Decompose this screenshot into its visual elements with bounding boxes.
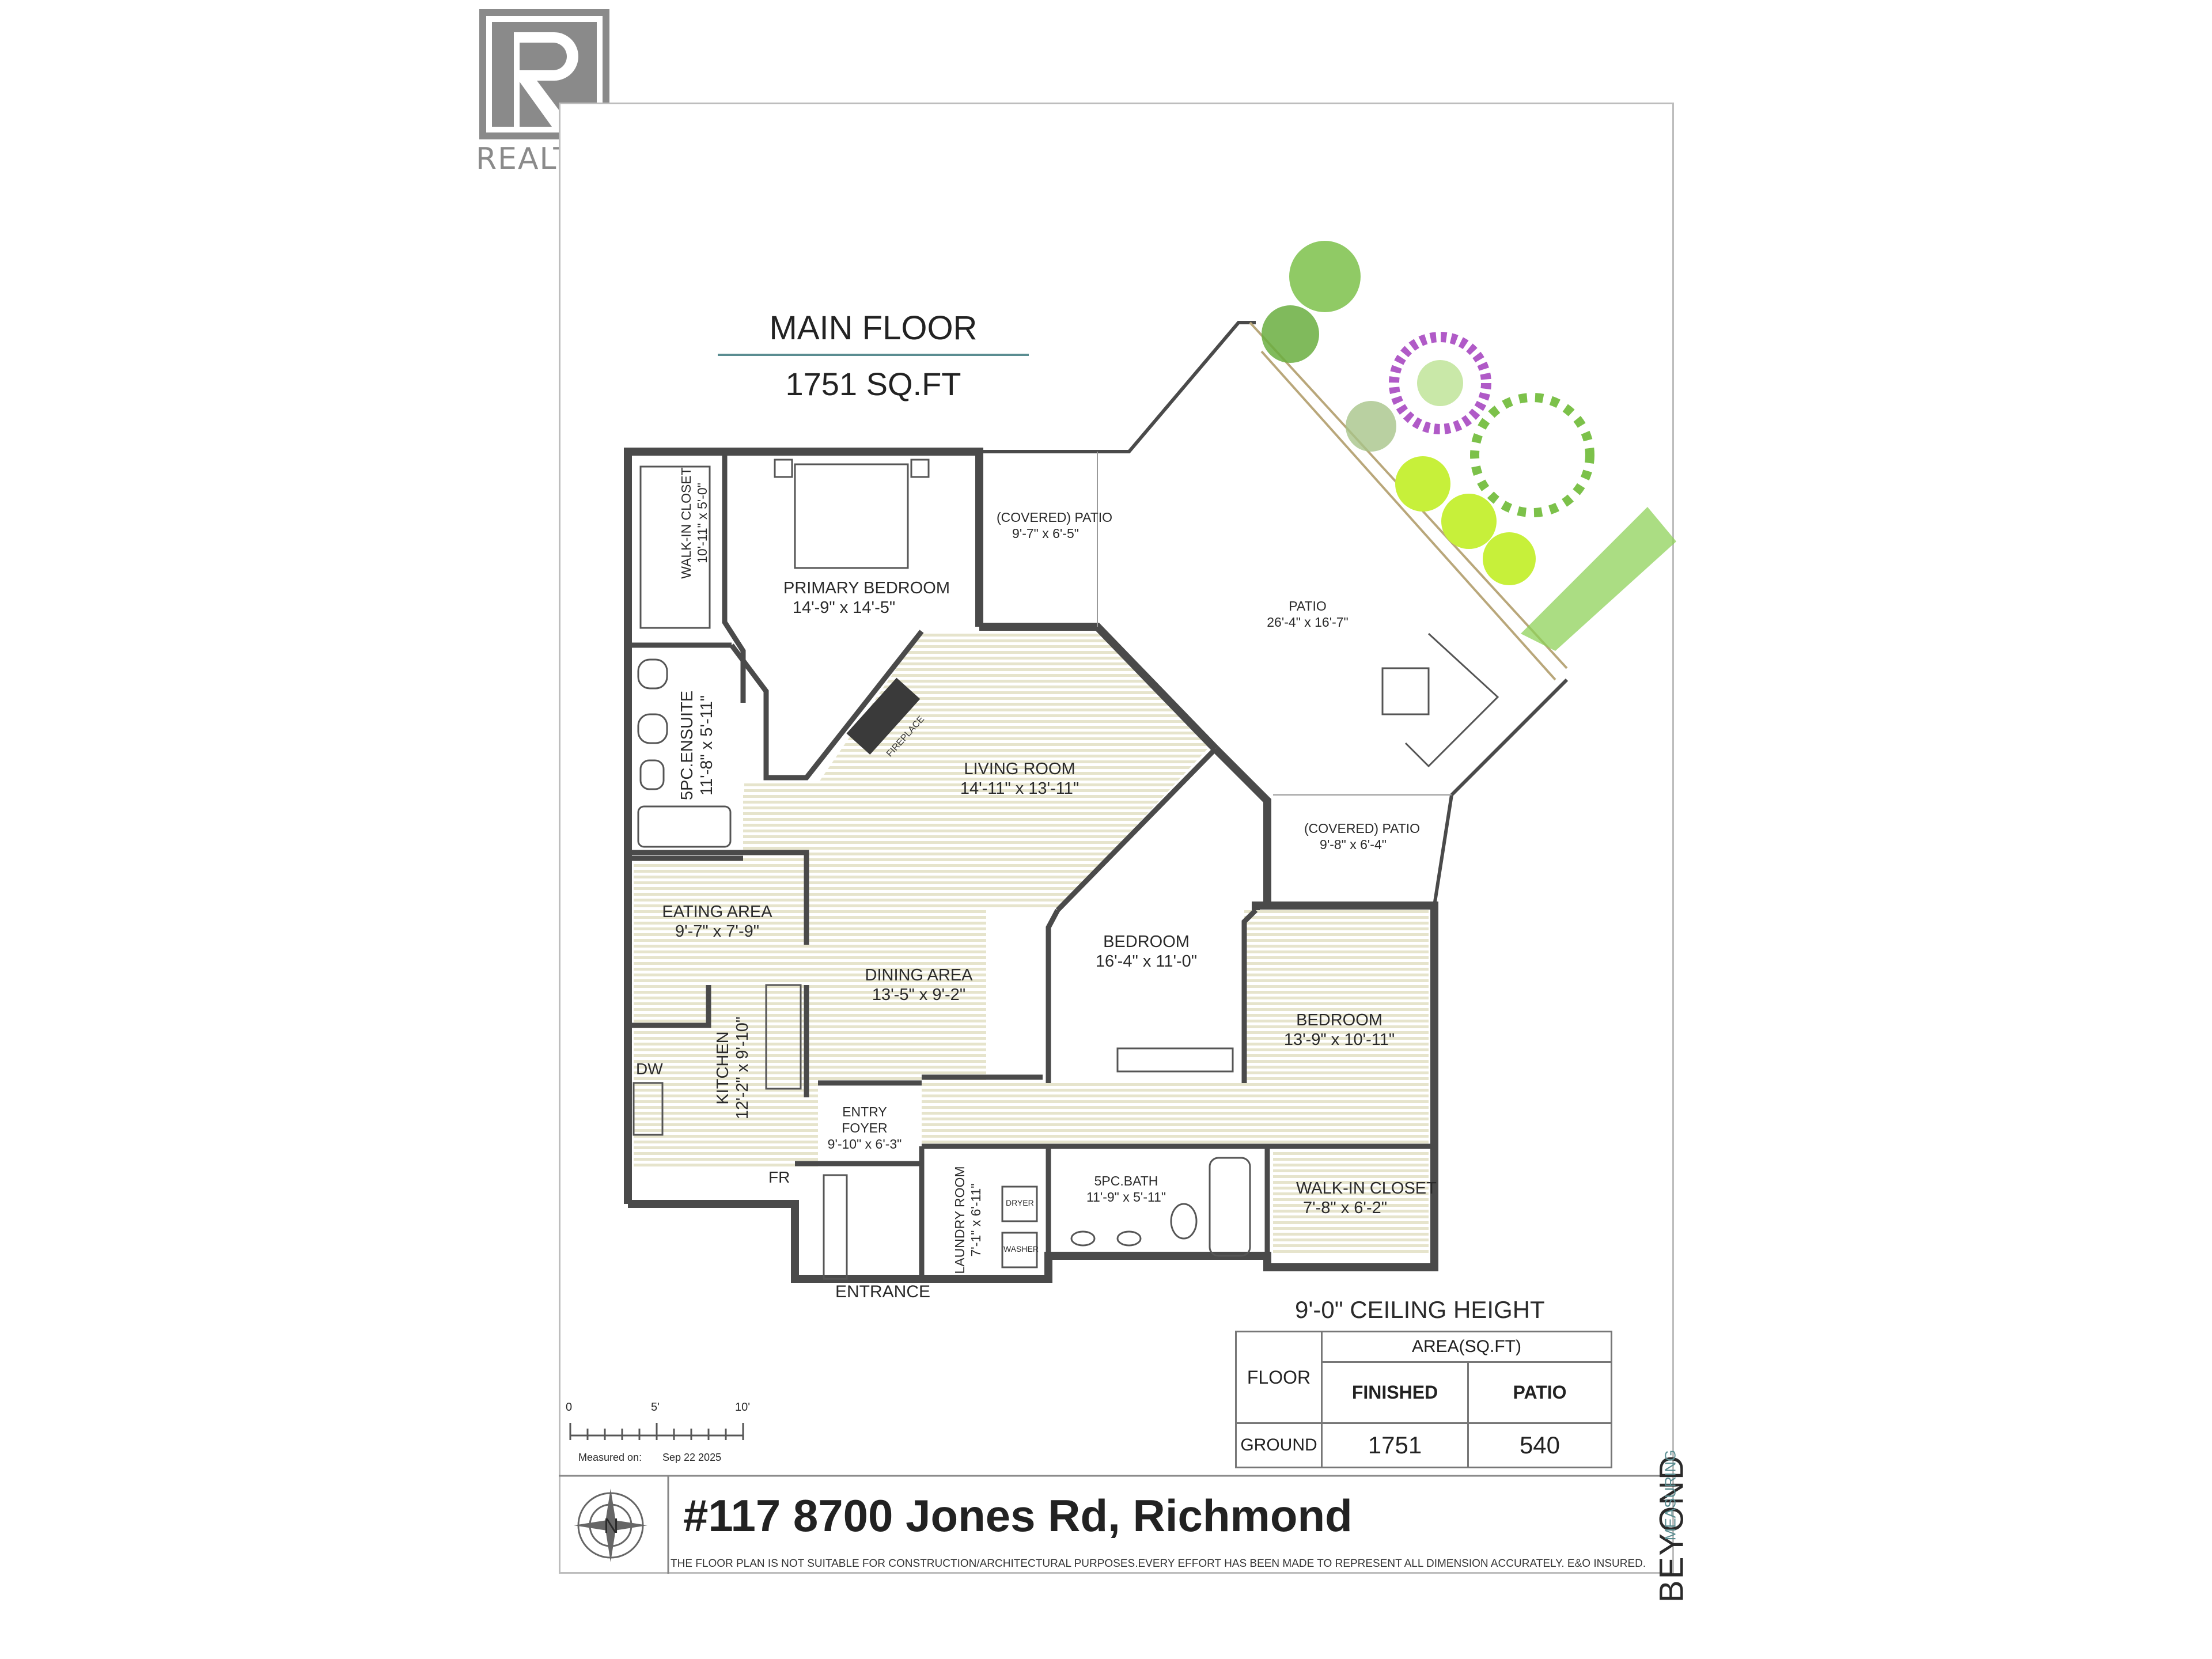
dryer-label: DRYER xyxy=(1006,1198,1034,1207)
table-col-finished: FINISHED xyxy=(1321,1361,1469,1424)
kitchen-label: KITCHEN 12'-2" x 9'-10" xyxy=(714,1016,752,1120)
eating-area-label: EATING AREA 9'-7" x 7'-9" xyxy=(662,903,772,941)
covered-patio-2-label: (COVERED) PATIO 9'-8" x 6'-4" xyxy=(1304,821,1421,852)
compass-icon xyxy=(574,1488,647,1562)
floor-area: 1751 SQ.FT xyxy=(785,366,961,402)
compass-north-label: N xyxy=(604,1514,619,1537)
disclaimer: THE FLOOR PLAN IS NOT SUITABLE FOR CONST… xyxy=(671,1558,1646,1570)
landscape-plants xyxy=(1262,241,1676,651)
entry-foyer-label: ENTRY FOYER 9'-10" x 6'-3" xyxy=(827,1104,902,1152)
table-col-patio: PATIO xyxy=(1467,1361,1612,1424)
scale-tick-0: 0 xyxy=(566,1401,573,1414)
ceiling-height: 9'-0" CEILING HEIGHT xyxy=(1295,1296,1545,1323)
scale-tick-5: 5' xyxy=(651,1401,660,1414)
title-divider xyxy=(718,354,1029,356)
table-row-floor: GROUND xyxy=(1235,1422,1323,1468)
realtor-logo-mark xyxy=(479,9,609,139)
fireplace-shape xyxy=(846,677,921,755)
scale-tick-10: 10' xyxy=(735,1401,751,1414)
measured-label: Measured on: xyxy=(578,1452,642,1463)
brand-logo-sub: MEASURING xyxy=(1661,1449,1679,1541)
laundry-room-label: LAUNDRY ROOM 7'-1" x 6'-11" xyxy=(952,1166,983,1274)
interior-walls xyxy=(628,452,1434,1279)
walk-in-closet-primary-label: WALK-IN CLOSET 10'-11" x 5'-0" xyxy=(679,467,710,579)
patio-outline xyxy=(979,321,1569,906)
furniture xyxy=(632,459,1499,1280)
bedroom-3-label: BEDROOM 13'-9" x 10'-11" xyxy=(1283,1011,1395,1049)
bath-label: 5PC.BATH 11'-9" x 5'-11" xyxy=(1086,1173,1166,1205)
walk-in-closet-2-label: WALK-IN CLOSET 7'-8" x 6'-2" xyxy=(1296,1179,1437,1217)
scale-bar xyxy=(569,1423,744,1440)
patio-label: PATIO 26'-4" x 16'-7" xyxy=(1267,599,1349,630)
floor-finish xyxy=(634,631,1429,1256)
fridge-label: FR xyxy=(768,1168,790,1186)
covered-patio-1-label: (COVERED) PATIO 9'-7" x 6'-5" xyxy=(997,510,1113,541)
dishwasher-label: DW xyxy=(636,1060,663,1078)
living-room-label: LIVING ROOM 14'-11" x 13'-11" xyxy=(960,760,1080,798)
bedroom-2-label: BEDROOM 16'-4" x 11'-0" xyxy=(1095,933,1198,971)
realtor-logo xyxy=(479,9,609,139)
table-col-floor: FLOOR xyxy=(1235,1331,1323,1424)
ensuite-label: 5PC.ENSUITE 11'-8" x 5'-11" xyxy=(678,690,716,801)
washer-label: WASHER xyxy=(1003,1244,1039,1253)
table-row-patio: 540 xyxy=(1467,1422,1612,1468)
dining-area-label: DINING AREA 13'-5" x 9'-2" xyxy=(865,966,973,1004)
floor-title: MAIN FLOOR xyxy=(769,309,978,347)
measured-date: Sep 22 2025 xyxy=(662,1452,722,1463)
entrance-label: ENTRANCE xyxy=(835,1282,931,1301)
primary-bedroom-label: PRIMARY BEDROOM 14'-9" x 14'-5" xyxy=(783,579,950,617)
table-row-finished: 1751 xyxy=(1321,1422,1469,1468)
property-address: #117 8700 Jones Rd, Richmond xyxy=(683,1490,1353,1541)
table-header-area: AREA(SQ.FT) xyxy=(1321,1331,1612,1363)
